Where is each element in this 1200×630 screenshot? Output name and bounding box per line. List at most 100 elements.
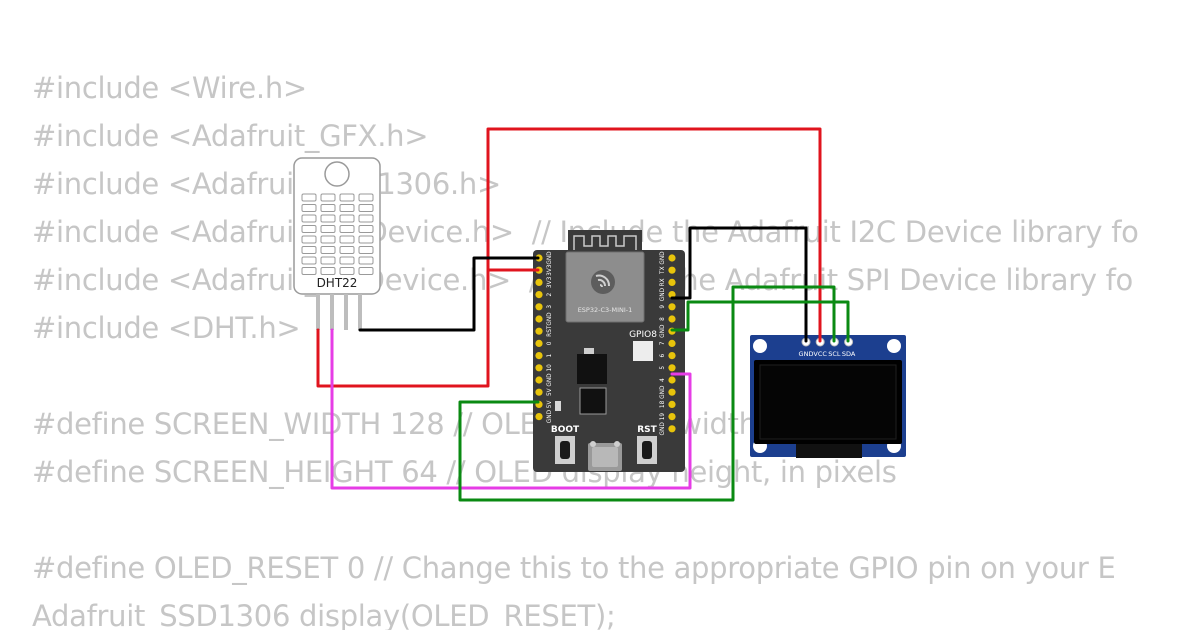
pin-label: GND: [547, 251, 553, 265]
oled-mount-hole: [887, 339, 901, 353]
grille-slot: [358, 246, 374, 254]
oled-screen: [759, 364, 897, 440]
oled-pin-label: SCL: [828, 350, 841, 358]
code-line: #include <Adafruit_GFX.h>: [32, 119, 429, 153]
rgb-led-icon: [633, 341, 653, 361]
oled-pin-label: VCC: [813, 350, 827, 358]
pin-label: 9: [660, 305, 666, 309]
grille-slot: [301, 235, 317, 244]
header-pin[interactable]: [535, 303, 543, 311]
header-pin[interactable]: [668, 278, 676, 286]
grille-slot: [301, 246, 317, 254]
pin-label: 6: [660, 353, 666, 357]
wire-magenta-dht-data[interactable]: [330, 328, 692, 490]
pin-label: TX: [660, 266, 666, 275]
wire-red-dht-vcc[interactable]: [316, 268, 540, 388]
header-pin[interactable]: [668, 339, 676, 347]
header-pin[interactable]: [668, 303, 676, 311]
header-pin[interactable]: [668, 400, 676, 408]
usb-connector-icon: [588, 441, 622, 471]
header-pin[interactable]: [668, 413, 676, 421]
header-pin[interactable]: [668, 425, 676, 433]
pin-label: 5V: [547, 401, 553, 409]
grille-slot: [320, 256, 336, 265]
grille-slot: [339, 267, 355, 275]
code-line: Adafruit_SSD1306 display(OLED_RESET);: [32, 599, 616, 630]
rst-label: RST: [637, 425, 657, 435]
pin-label: 2: [547, 292, 553, 296]
dht22-pin-nc[interactable]: [344, 294, 348, 330]
header-pin[interactable]: [668, 376, 676, 384]
header-pin[interactable]: [535, 327, 543, 335]
wire-black-dht-gnd[interactable]: [358, 256, 540, 332]
grille-slot: [320, 246, 336, 254]
dht22-pin-gnd[interactable]: [358, 294, 362, 330]
pin-label: 1: [547, 353, 553, 357]
header-pin[interactable]: [535, 291, 543, 299]
wire-red-oled-vcc[interactable]: [486, 127, 822, 343]
grille-slot: [301, 214, 317, 223]
pin-label: 0: [547, 341, 553, 345]
grille-slot: [339, 193, 355, 202]
grille-slot: [301, 256, 317, 265]
pin-label: GND: [660, 324, 666, 338]
esp32-c3-devkit[interactable]: ESP32-C3-MINI-1 GPIO8 BOOT RST: [533, 230, 685, 472]
pin-label: 10: [547, 364, 553, 372]
wire-black-oled-gnd[interactable]: [670, 226, 808, 343]
grille-slot: [339, 235, 355, 244]
header-pin[interactable]: [668, 254, 676, 262]
pin-label: GND: [660, 422, 666, 436]
boot-label: BOOT: [551, 425, 580, 435]
oled-pin-label: SDA: [842, 350, 856, 358]
grille-slot: [339, 246, 355, 254]
dht22-pin-data[interactable]: [330, 294, 334, 330]
header-pin[interactable]: [535, 315, 543, 323]
wire-green-scl[interactable]: [458, 285, 836, 502]
header-pin[interactable]: [668, 352, 676, 360]
espressif-logo-icon: [591, 270, 615, 294]
code-line: #include <DHT.h>: [32, 311, 301, 345]
oled-pin-label: GND: [799, 350, 814, 358]
dht22-label: DHT22: [317, 276, 358, 290]
grille-slot: [358, 267, 374, 275]
grille-slot: [358, 225, 374, 233]
header-pin[interactable]: [535, 413, 543, 421]
wires: [316, 127, 850, 502]
antenna-trace-icon: [573, 235, 637, 250]
grille-slot: [339, 204, 355, 212]
header-pin[interactable]: [535, 364, 543, 372]
grille-slot: [339, 225, 355, 233]
grille-slot: [358, 193, 374, 202]
pin-label: GND: [547, 409, 553, 423]
grille-slot: [339, 256, 355, 265]
header-pin[interactable]: [535, 376, 543, 384]
pin-label: GND: [660, 287, 666, 301]
header-pin[interactable]: [668, 266, 676, 274]
header-pin[interactable]: [668, 364, 676, 372]
grille-slot: [358, 256, 374, 265]
wire-green-sda[interactable]: [670, 300, 850, 343]
grille-slot: [301, 193, 317, 202]
dht22-sensor[interactable]: DHT22: [293, 157, 381, 330]
pin-label: RX: [660, 278, 666, 286]
pin-label: 3V3: [547, 276, 553, 288]
header-pin[interactable]: [668, 315, 676, 323]
header-pin[interactable]: [535, 352, 543, 360]
grille-slot: [358, 214, 374, 223]
header-pin[interactable]: [668, 291, 676, 299]
pin-label: 5V: [547, 388, 553, 396]
header-pin[interactable]: [668, 388, 676, 396]
grille-slot: [339, 214, 355, 223]
header-pin[interactable]: [535, 388, 543, 396]
grille-slot: [320, 235, 336, 244]
header-pin[interactable]: [535, 339, 543, 347]
grille-slot: [358, 204, 374, 212]
pin-label: 3: [547, 305, 553, 309]
pin-label: GND: [660, 251, 666, 265]
header-pin[interactable]: [535, 278, 543, 286]
dht22-pin-vcc[interactable]: [316, 294, 320, 330]
pin-label: 19: [660, 413, 666, 421]
